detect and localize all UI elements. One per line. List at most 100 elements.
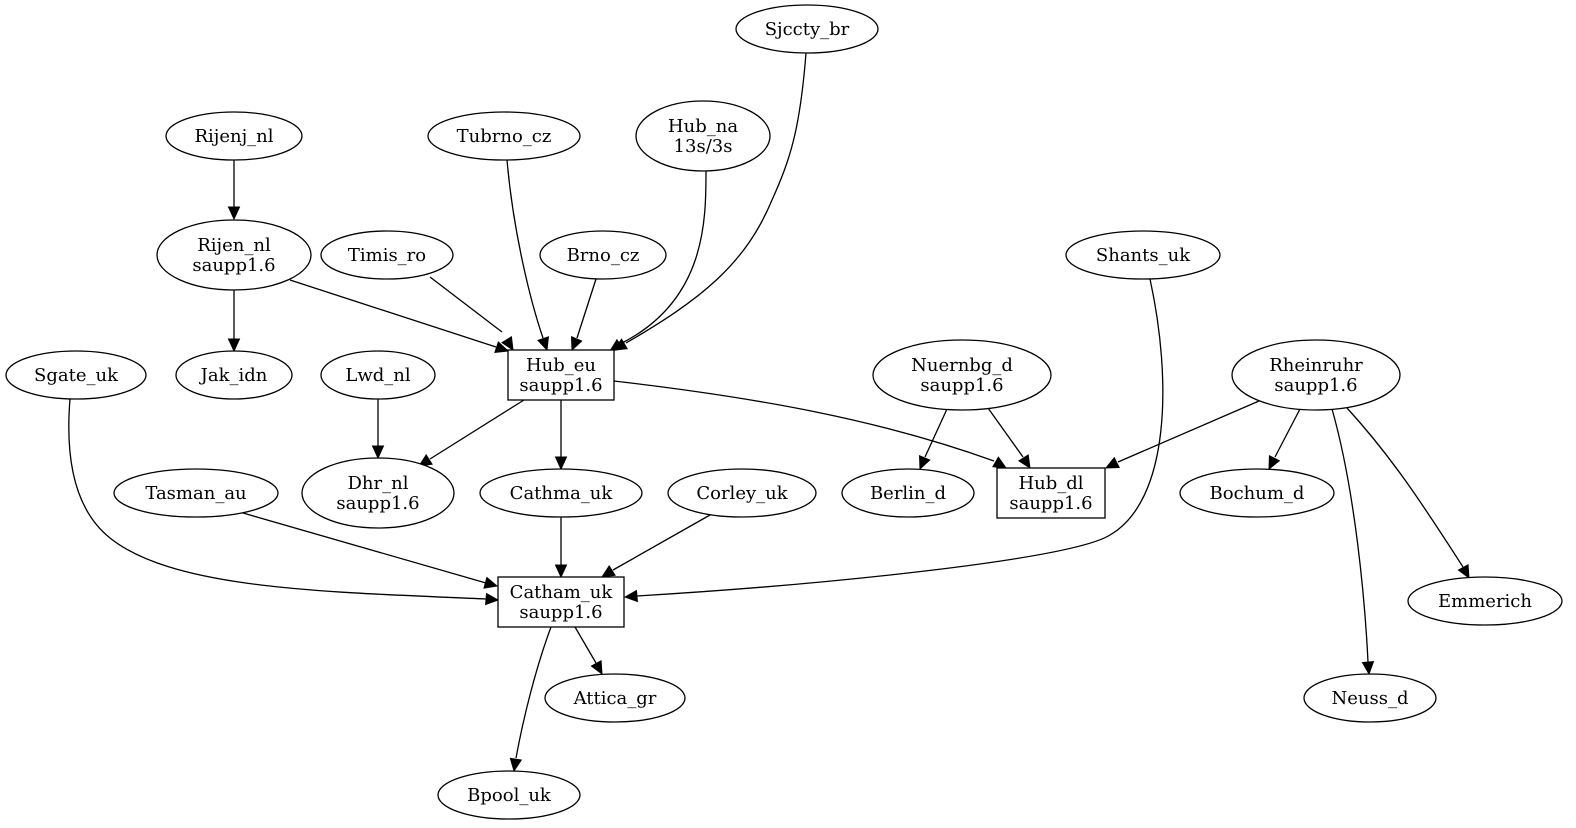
- edge-catham-uk-to-attica-gr: [574, 626, 603, 676]
- arrowhead: [1361, 661, 1375, 676]
- node-label: Rijen_nl: [197, 235, 271, 256]
- node-label: Sjccty_br: [765, 19, 850, 40]
- node-label: saupp1.6: [519, 375, 602, 396]
- edge-sgate-uk-to-catham-uk: [68, 398, 500, 606]
- node-label: Rheinruhr: [1269, 355, 1363, 376]
- edge-tasman-au-to-catham-uk: [242, 512, 499, 589]
- edge-rheinruhr-to-neuss-d: [1331, 408, 1375, 676]
- node-ellipse: [320, 350, 436, 400]
- arrowhead: [485, 592, 500, 606]
- node-ellipse: [735, 4, 879, 54]
- edge-timis-ro-to-hub-eu: [429, 276, 514, 352]
- edge-rijen-nl-to-jak-idn: [227, 290, 241, 353]
- node-ellipse: [437, 770, 581, 820]
- edges-layer: [68, 52, 1470, 773]
- edge-line: [636, 278, 1164, 597]
- edge-rheinruhr-to-bochum-d: [1268, 408, 1301, 471]
- arrowhead: [537, 336, 550, 352]
- node-label: Brno_cz: [567, 245, 640, 266]
- arrowhead: [1457, 564, 1470, 580]
- edge-line: [429, 276, 503, 333]
- node-ellipse: [539, 230, 667, 280]
- node-ellipse: [156, 219, 312, 291]
- node-label: 13s/3s: [674, 136, 733, 157]
- node-ellipse: [872, 339, 1052, 411]
- node-tubrno-cz: Tubrno_cz: [427, 111, 581, 161]
- node-attica-gr: Attica_gr: [544, 673, 686, 723]
- edge-line: [289, 279, 497, 348]
- node-label: Jak_idn: [199, 365, 268, 386]
- edge-lwd-nl-to-dhr-nl: [371, 399, 385, 460]
- edge-line: [576, 278, 597, 339]
- edge-line: [625, 52, 807, 344]
- node-ellipse: [479, 468, 643, 518]
- node-label: Emmerich: [1438, 591, 1532, 612]
- node-jak-idn: Jak_idn: [175, 350, 293, 400]
- node-rijenj-nl: Rijenj_nl: [165, 111, 303, 161]
- edge-line: [924, 408, 948, 458]
- edge-catham-uk-to-bpool-uk: [509, 626, 552, 773]
- node-label: Tubrno_cz: [457, 126, 552, 147]
- node-lwd-nl: Lwd_nl: [320, 350, 436, 400]
- node-ellipse: [1407, 576, 1563, 626]
- node-brno-cz: Brno_cz: [539, 230, 667, 280]
- node-label: Nuernbg_d: [911, 355, 1013, 376]
- node-box: [507, 349, 615, 401]
- node-label: Sgate_uk: [34, 365, 119, 386]
- arrowhead: [571, 336, 583, 352]
- arrowhead: [1017, 454, 1031, 470]
- node-ellipse: [301, 457, 455, 529]
- edge-line: [613, 380, 995, 462]
- node-ellipse: [5, 350, 147, 400]
- node-bpool-uk: Bpool_uk: [437, 770, 581, 820]
- node-ellipse: [113, 468, 279, 518]
- node-label: saupp1.6: [336, 493, 419, 514]
- node-label: Bpool_uk: [467, 785, 552, 806]
- node-label: Bochum_d: [1210, 483, 1305, 504]
- arrowhead: [227, 206, 241, 221]
- arrowhead: [623, 589, 638, 603]
- node-label: Hub_dl: [1018, 473, 1083, 494]
- node-berlin-d: Berlin_d: [841, 468, 975, 518]
- node-tasman-au: Tasman_au: [113, 468, 279, 518]
- edge-line: [515, 626, 552, 759]
- edge-hub-eu-to-cathma-uk: [554, 400, 568, 471]
- node-ellipse: [320, 230, 454, 280]
- node-label: Hub_eu: [526, 355, 596, 376]
- edge-line: [242, 512, 487, 584]
- node-ellipse: [1303, 673, 1437, 723]
- arrowhead: [992, 456, 1008, 469]
- arrowhead: [483, 576, 499, 589]
- node-sgate-uk: Sgate_uk: [5, 350, 147, 400]
- edge-line: [574, 626, 597, 664]
- edge-line: [68, 398, 487, 600]
- node-label: Cathma_uk: [510, 483, 614, 504]
- node-timis-ro: Timis_ro: [320, 230, 454, 280]
- node-shants-uk: Shants_uk: [1065, 230, 1221, 280]
- arrowhead: [501, 336, 514, 352]
- node-label: Catham_uk: [510, 582, 614, 603]
- edge-line: [506, 159, 544, 339]
- node-label: Neuss_d: [1332, 688, 1409, 709]
- arrowhead: [600, 564, 616, 578]
- node-neuss-d: Neuss_d: [1303, 673, 1437, 723]
- edge-line: [429, 399, 525, 460]
- node-ellipse: [544, 673, 686, 723]
- edge-tubrno-cz-to-hub-eu: [506, 159, 550, 352]
- node-label: Timis_ro: [348, 245, 426, 266]
- arrowhead: [612, 338, 628, 351]
- arrowhead: [227, 338, 241, 353]
- edge-line: [1346, 407, 1464, 568]
- node-label: Lwd_nl: [345, 365, 410, 386]
- node-label: saupp1.6: [920, 375, 1003, 396]
- node-bochum-d: Bochum_d: [1179, 468, 1335, 518]
- edge-corley-uk-to-catham-uk: [600, 514, 711, 578]
- edge-line: [987, 407, 1024, 458]
